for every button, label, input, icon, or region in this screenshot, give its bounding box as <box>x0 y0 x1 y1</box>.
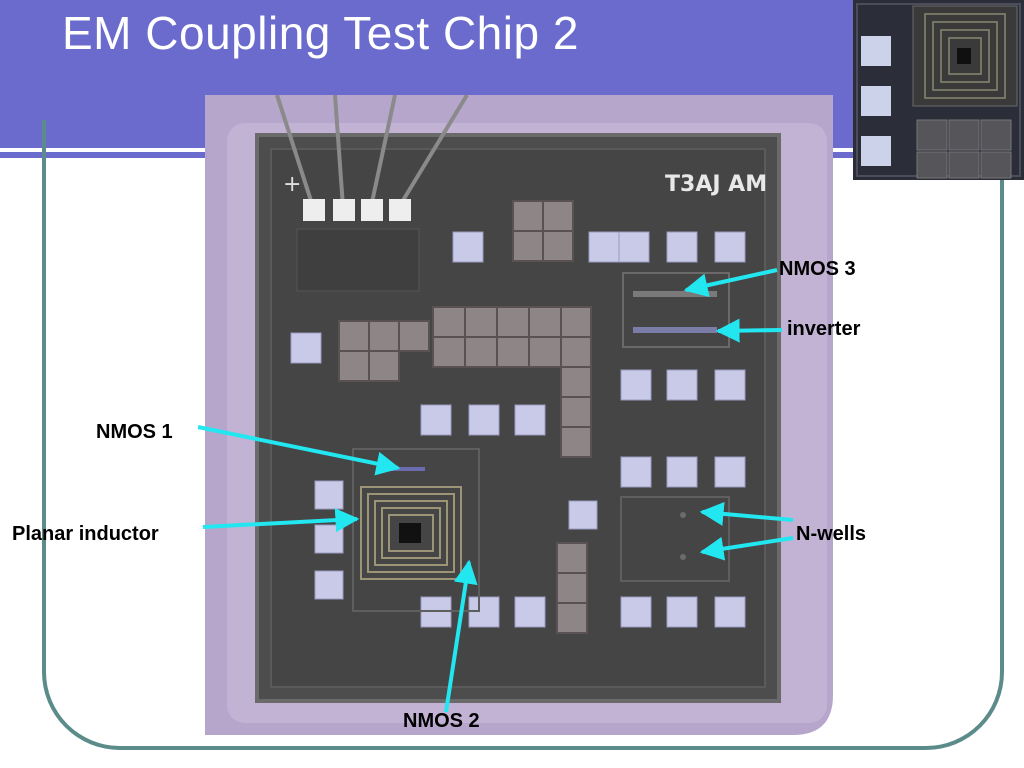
top-left-block <box>296 228 420 292</box>
thumbnail-inductor <box>924 13 1006 99</box>
label-nmos3: NMOS 3 <box>779 258 856 280</box>
label-nwells: N-wells <box>796 523 867 545</box>
bond-wires <box>275 95 469 209</box>
label-planar-inductor: Planar inductor <box>12 523 159 545</box>
label-nmos1: NMOS 1 <box>96 421 173 443</box>
content-frame <box>42 120 1004 750</box>
slide-title: EM Coupling Test Chip 2 <box>62 7 579 59</box>
nmos1-gate <box>383 467 425 471</box>
pad-array <box>290 231 746 628</box>
nwell-2 <box>680 554 686 560</box>
thumbnail-inductor-center <box>957 48 971 64</box>
thumbnail-blocks <box>916 119 1012 179</box>
planar-inductor <box>360 486 462 580</box>
label-inverter: inverter <box>787 318 861 340</box>
label-nmos2: NMOS 2 <box>403 710 480 732</box>
bond-pads-top <box>303 199 411 221</box>
chip-micrograph: + T3AJ AM <box>205 95 833 735</box>
inductor-thumbnail <box>853 0 1024 180</box>
inverter-gate <box>633 327 717 333</box>
inductor-center <box>399 523 421 543</box>
chip-marking: T3AJ AM <box>665 172 767 197</box>
thumbnail-pads <box>861 36 891 166</box>
nmos3-gate <box>633 291 717 297</box>
nmos3-region <box>622 272 730 348</box>
plus-marking: + <box>283 172 301 197</box>
nwell-1 <box>680 512 686 518</box>
metal-blocks <box>338 200 592 634</box>
